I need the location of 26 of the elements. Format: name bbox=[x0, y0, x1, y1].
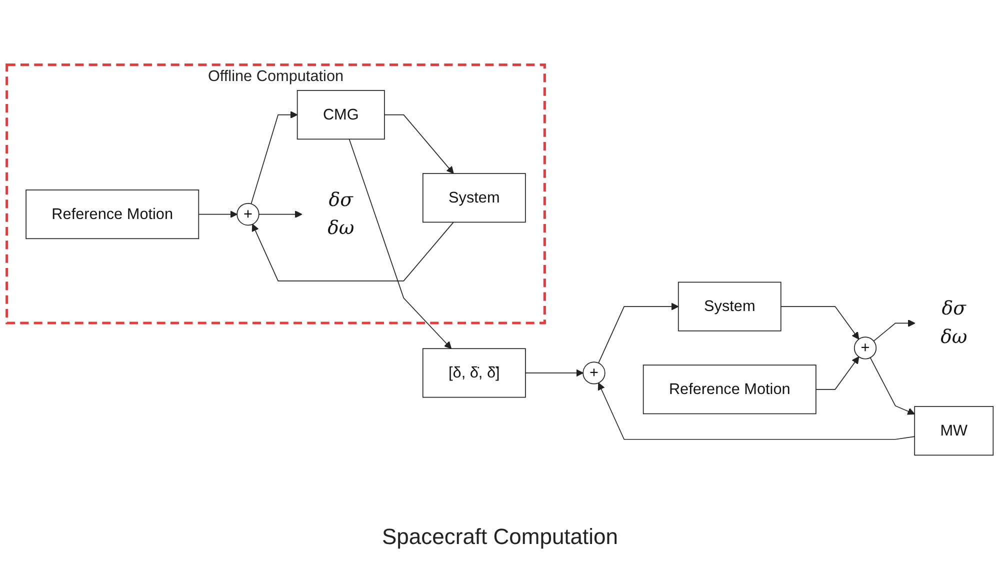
arrow bbox=[198, 210, 238, 218]
arrow bbox=[816, 356, 860, 390]
arrow bbox=[258, 210, 302, 218]
arrow bbox=[250, 111, 298, 204]
arrow bbox=[598, 302, 679, 364]
arrow bbox=[873, 319, 916, 342]
node-box: [δ, δ̇, δ̈] bbox=[422, 348, 526, 398]
arrow bbox=[525, 369, 584, 377]
arrow bbox=[598, 382, 916, 440]
node-box: Reference Motion bbox=[642, 364, 816, 414]
arrow bbox=[252, 222, 454, 282]
node-box: MW bbox=[914, 406, 994, 456]
node-box: System bbox=[422, 173, 526, 223]
arrow bbox=[870, 357, 915, 415]
node-box: Reference Motion bbox=[26, 190, 200, 240]
node-box: CMG bbox=[296, 90, 385, 140]
node-box: System bbox=[678, 282, 782, 332]
node-circle: + bbox=[582, 362, 606, 384]
arrow bbox=[384, 114, 454, 174]
node-text: δσ δω bbox=[940, 298, 968, 348]
note-text: Spacecraft Computation bbox=[382, 524, 618, 550]
node-circle: + bbox=[236, 202, 260, 226]
node-text: δσ δω bbox=[328, 190, 354, 240]
node-circle: + bbox=[854, 336, 877, 360]
arrow bbox=[780, 306, 860, 340]
arrow bbox=[348, 138, 452, 349]
